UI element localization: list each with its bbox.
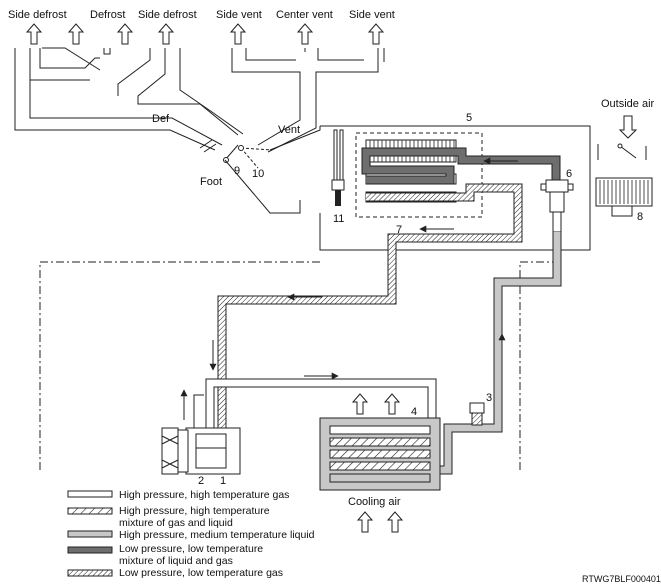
legend-label-2: High pressure, medium temperature liquid <box>119 529 315 541</box>
pressure-switch <box>469 402 485 426</box>
defrost-arrow-right-icon <box>116 23 134 45</box>
legend-label-3b: mixture of liquid and gas <box>119 555 233 567</box>
legend-swatch-plain <box>67 490 113 498</box>
callout-3: 3 <box>486 392 492 404</box>
evaporator-coil <box>362 148 454 184</box>
side-vent-right-label: Side vent <box>349 9 395 21</box>
condenser-air-arrow-right-icon <box>383 393 401 415</box>
figure-code: RTWG7BLF000401 <box>582 574 661 584</box>
legend-label-4: Low pressure, low temperature gas <box>119 567 283 579</box>
liquid-line <box>440 232 561 474</box>
callout-8: 8 <box>637 211 643 223</box>
outside-air-arrow-icon <box>618 115 638 139</box>
def-label: Def <box>152 113 170 125</box>
engine-compartment-boundary-right <box>519 261 560 470</box>
cooling-air-arrow-left-icon <box>356 511 374 533</box>
callout-1: 1 <box>220 475 226 487</box>
side-vent-right-arrow-icon <box>367 23 385 45</box>
callout-9: 9 <box>234 165 240 177</box>
foot-label: Foot <box>200 176 222 188</box>
side-vent-left-label: Side vent <box>216 9 262 21</box>
callout-5: 5 <box>466 112 472 124</box>
outlet-arrows <box>25 23 385 45</box>
engine-compartment-boundary <box>39 261 320 470</box>
temperature-sensor <box>331 129 345 206</box>
suction-pipe <box>218 184 522 430</box>
evaporator-outline <box>355 132 483 218</box>
flow-arrows <box>180 157 518 420</box>
low-pressure-mixture-pipe <box>376 148 560 196</box>
legend-label-1b: mixture of gas and liquid <box>119 517 233 529</box>
legend-label-1a: High pressure, high temperature <box>119 505 270 517</box>
center-vent-label: Center vent <box>276 9 333 21</box>
condenser-air-arrow-left-icon <box>351 393 369 415</box>
discharge-line <box>206 379 436 430</box>
suction-pipe-outline <box>217 183 523 430</box>
defrost-ducts <box>14 47 244 151</box>
side-defrost-left-label: Side defrost <box>8 9 67 21</box>
outside-air-label: Outside air <box>601 98 655 110</box>
callout-6: 6 <box>566 168 572 180</box>
vent-ducts <box>231 48 385 153</box>
callout-2: 2 <box>198 475 204 487</box>
side-defrost-right-label: Side defrost <box>138 9 197 21</box>
legend-swatch-dark-gray <box>67 546 113 554</box>
cooling-air-label: Cooling air <box>348 496 401 508</box>
legend-swatch-light-gray <box>67 530 113 538</box>
mode-doors <box>199 126 321 214</box>
cooling-air-arrow-right-icon <box>386 511 404 533</box>
legend-swatch-hatch-wide <box>67 507 113 515</box>
side-defrost-right-arrow-icon <box>157 23 175 45</box>
legend-label-3a: Low pressure, low temperature <box>119 543 263 555</box>
compressor <box>161 427 241 475</box>
expansion-valve <box>540 179 574 233</box>
callout-11: 11 <box>333 213 344 225</box>
defrost-arrow-left-icon <box>67 23 85 45</box>
discharge-line-inner <box>193 394 204 430</box>
condenser <box>319 417 441 491</box>
side-defrost-left-arrow-icon <box>25 23 43 45</box>
side-vent-left-arrow-icon <box>229 23 247 45</box>
center-vent-arrow-icon <box>296 23 314 45</box>
callout-4: 4 <box>411 406 417 418</box>
legend-label-0: High pressure, high temperature gas <box>119 489 289 501</box>
intake-door <box>597 143 647 160</box>
legend-swatch-hatch-dense <box>67 569 113 577</box>
vent-label: Vent <box>278 124 300 136</box>
legend: High pressure, high temperature gas High… <box>67 489 315 579</box>
callout-7: 7 <box>396 224 402 236</box>
callout-10: 10 <box>252 168 264 180</box>
defrost-label: Defrost <box>90 9 125 21</box>
hvac-case <box>319 125 591 251</box>
blower <box>595 177 653 217</box>
